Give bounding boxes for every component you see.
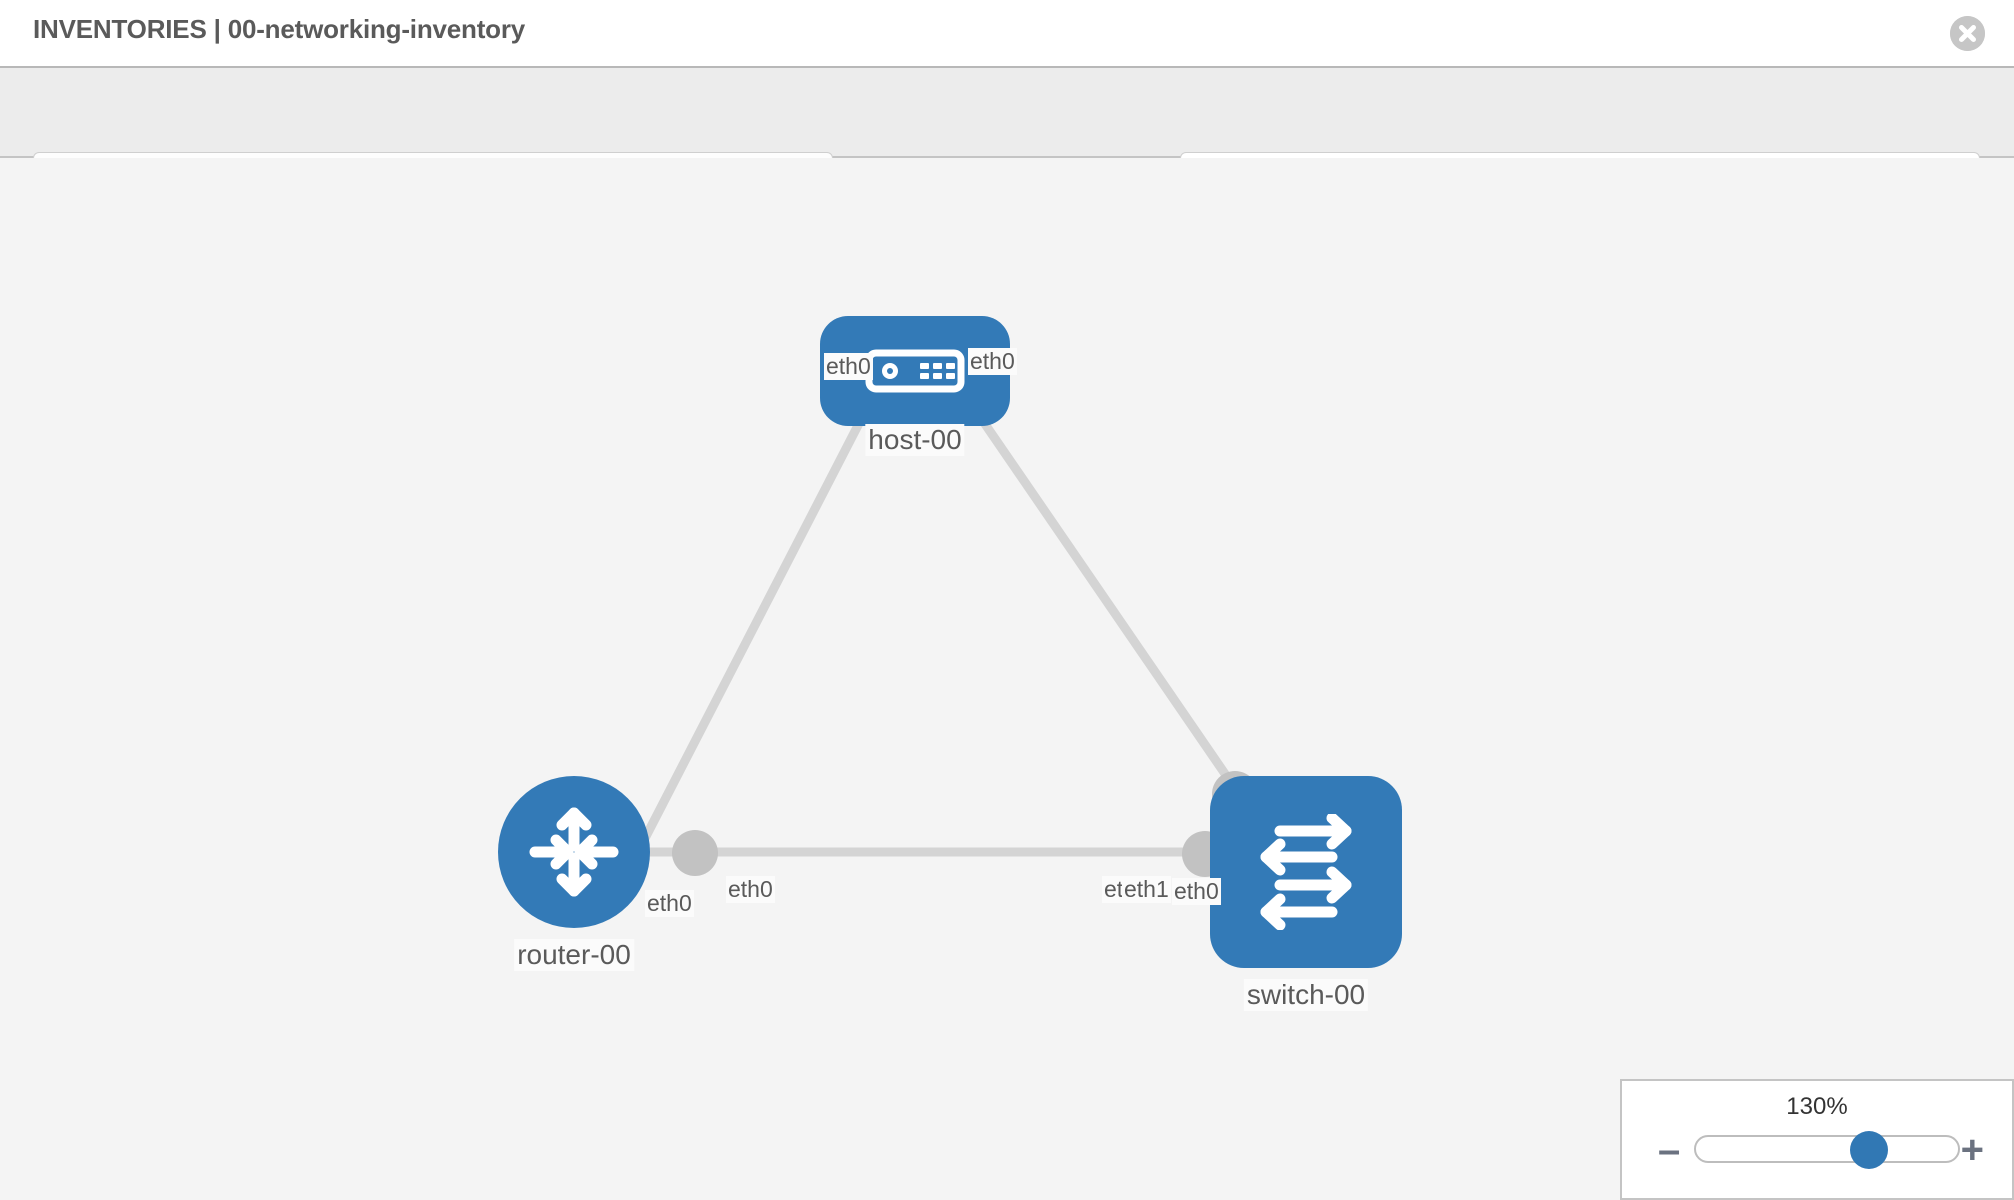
router-node-shape <box>498 776 650 928</box>
link-host-router <box>636 370 889 851</box>
router-arrows-icon <box>529 807 619 897</box>
page-title: INVENTORIES | 00-networking-inventory <box>33 14 526 44</box>
topology-canvas[interactable]: host-00 <box>0 158 2014 1200</box>
edge-label-router-right: eth0 <box>726 876 775 903</box>
node-switch-00[interactable]: switch-00 <box>1210 776 1402 1011</box>
zoom-level-value: 130% <box>1786 1093 1848 1120</box>
switch-arrows-icon <box>1260 814 1352 930</box>
close-icon[interactable] <box>1950 16 1985 51</box>
zoom-slider-thumb[interactable] <box>1849 1131 1888 1169</box>
topology-links <box>630 370 1255 857</box>
zoom-out-button[interactable]: – <box>1658 1128 1681 1172</box>
node-router-00[interactable]: router-00 <box>498 776 650 971</box>
edge-label-host-right: eth0 <box>968 348 1017 375</box>
zoom-control-panel: 130% – + <box>1620 1079 2014 1200</box>
zoom-slider[interactable] <box>1694 1131 1960 1169</box>
node-label-router-00: router-00 <box>514 939 634 971</box>
node-label-switch-00: switch-00 <box>1243 979 1369 1011</box>
page-header: INVENTORIES | 00-networking-inventory <box>0 0 2014 68</box>
switch-node-shape <box>1210 776 1402 968</box>
link-host-switch <box>946 370 1249 806</box>
port-router-right[interactable] <box>672 830 718 876</box>
node-label-host-00: host-00 <box>865 424 965 456</box>
toolbar: ACTIONS SEARCH <box>0 68 2014 209</box>
zoom-in-button[interactable]: + <box>1960 1128 1984 1172</box>
server-appliance-icon <box>865 349 965 393</box>
edge-label-router-diag: eth0 <box>645 890 694 917</box>
edge-label-switch-diag: eth0 <box>1172 878 1221 905</box>
edge-label-host-left: eth0 <box>824 353 873 380</box>
edge-label-switch-left: eth1 <box>1122 876 1171 903</box>
